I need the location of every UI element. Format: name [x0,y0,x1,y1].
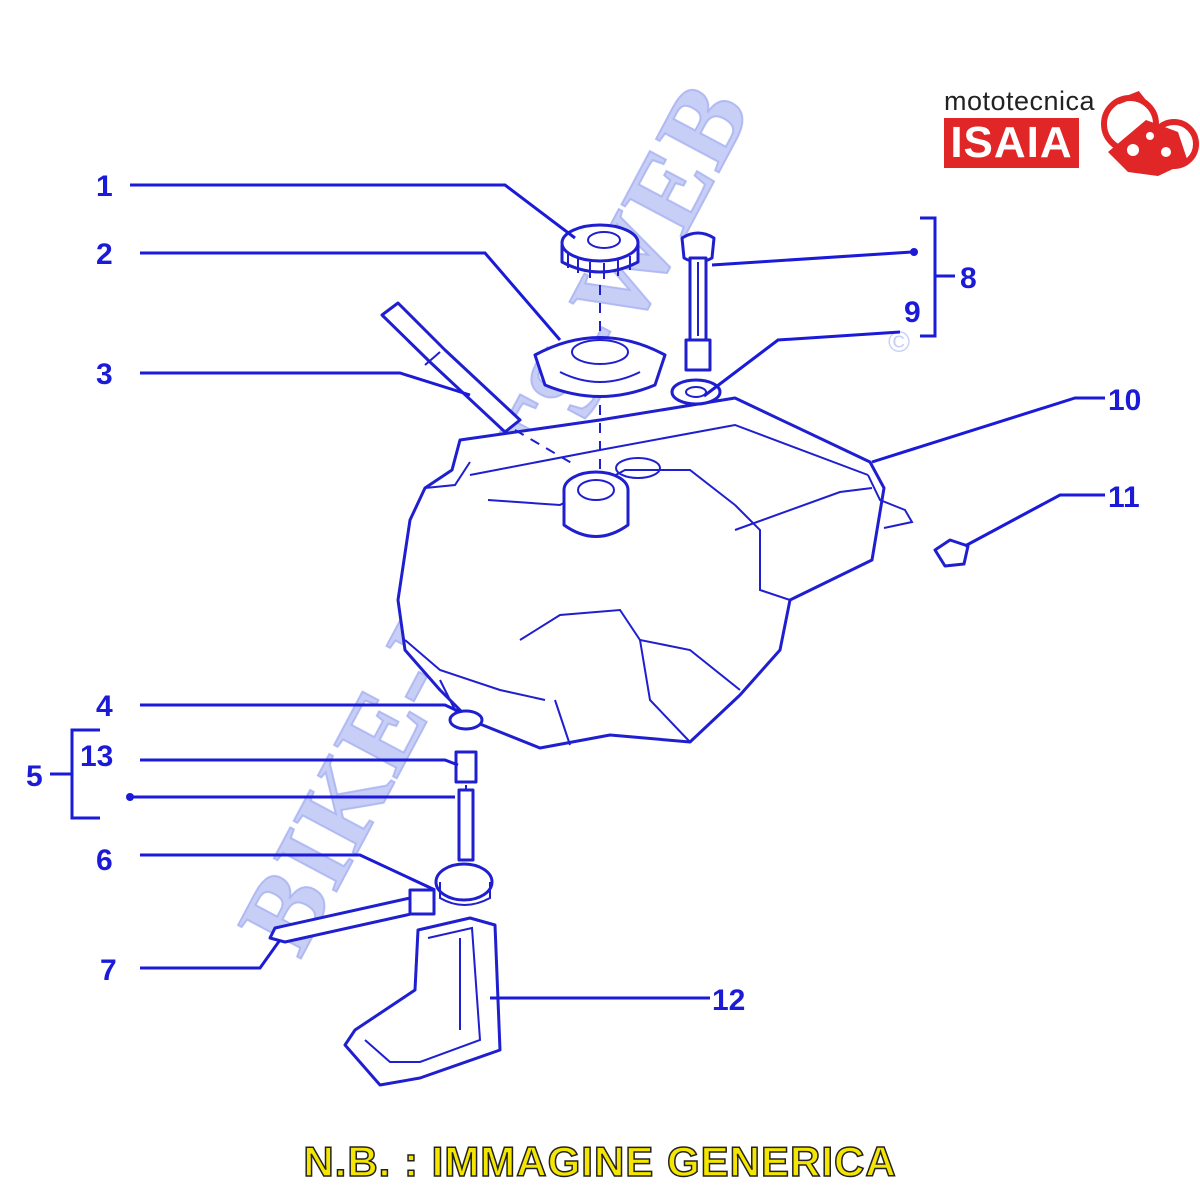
leader-lines [50,183,1105,1000]
callout-4: 4 [96,690,113,723]
fuel-cap [560,223,640,279]
brand-tagline: mototecnica [944,86,1096,116]
callout-8: 8 [960,262,977,295]
drain-pipe [268,888,436,944]
callout-5: 5 [26,760,43,793]
callout-10: 10 [1108,384,1141,417]
hose-axis-line [514,429,576,466]
gauge-gasket [670,378,722,406]
callout-labels: 1 2 3 4 5 13 6 7 8 9 10 11 12 [26,170,1141,1017]
callout-9: 9 [904,296,921,329]
drain-washer [448,709,484,731]
brand-emblem-icon [1101,90,1199,176]
callout-7: 7 [100,954,117,987]
callout-6: 6 [96,844,113,877]
drain-assembly [434,709,494,906]
watermark-copyright: © [888,326,910,359]
level-gauge [680,231,716,372]
filler-seal [533,336,667,398]
guard-cover [343,916,502,1087]
callout-2: 2 [96,238,113,271]
footer-note: N.B. : IMMAGINE GENERICA [303,1137,897,1186]
callout-11: 11 [1108,481,1140,514]
callout-13: 13 [80,740,113,773]
callout-1: 1 [96,170,113,203]
callout-12: 12 [712,984,745,1017]
retaining-clip [933,538,970,568]
callout-3: 3 [96,358,113,391]
drain-fitting [454,750,478,784]
fuel-tank [396,396,914,750]
breather-hose [380,301,522,434]
brand-logo: ISAIA [944,118,1079,168]
